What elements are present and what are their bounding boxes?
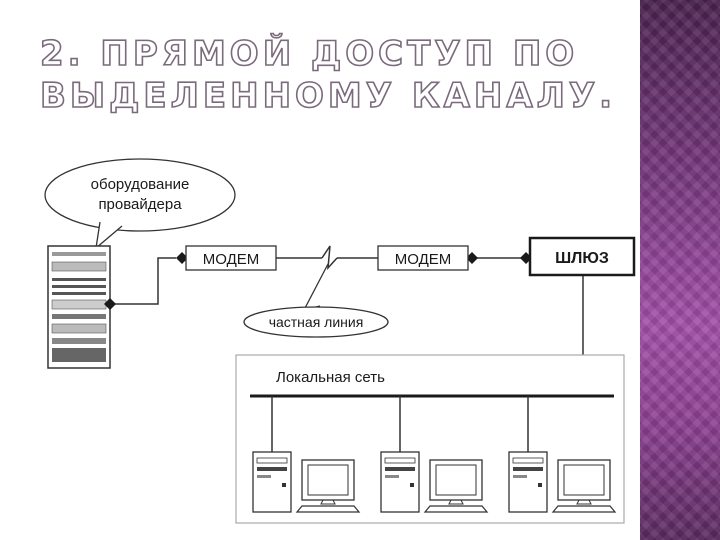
private-line-callout: частная линия bbox=[243, 263, 389, 338]
workstation-2 bbox=[380, 451, 489, 513]
modem-right: МОДЕМ bbox=[377, 245, 469, 271]
modem-left: МОДЕМ bbox=[185, 245, 277, 271]
workstation-3 bbox=[508, 451, 617, 513]
slide-title-line-1: 2. ПРЯМОЙ ДОСТУП ПО bbox=[39, 33, 579, 75]
local-network-label: Локальная сеть bbox=[276, 369, 385, 386]
gateway-box: ШЛЮЗ bbox=[528, 236, 636, 277]
decorative-side-panel bbox=[640, 0, 720, 540]
slide-title-line-2: ВЫДЕЛЕННОМУ КАНАЛУ. bbox=[39, 75, 617, 117]
network-diagram: оборудование провайдера bbox=[44, 158, 636, 524]
provider-equipment-callout: оборудование провайдера bbox=[44, 158, 236, 250]
private-line-label: частная линия bbox=[269, 314, 364, 330]
gateway-label: ШЛЮЗ bbox=[555, 250, 609, 267]
callout-text-line-1: оборудование bbox=[91, 176, 190, 193]
modem-left-label: МОДЕМ bbox=[203, 251, 260, 268]
modem-right-label: МОДЕМ bbox=[395, 251, 452, 268]
callout-text-line-2: провайдера bbox=[98, 196, 182, 213]
workstation-1 bbox=[252, 451, 361, 513]
provider-server-rack bbox=[47, 245, 111, 369]
connection-lines bbox=[110, 245, 584, 396]
